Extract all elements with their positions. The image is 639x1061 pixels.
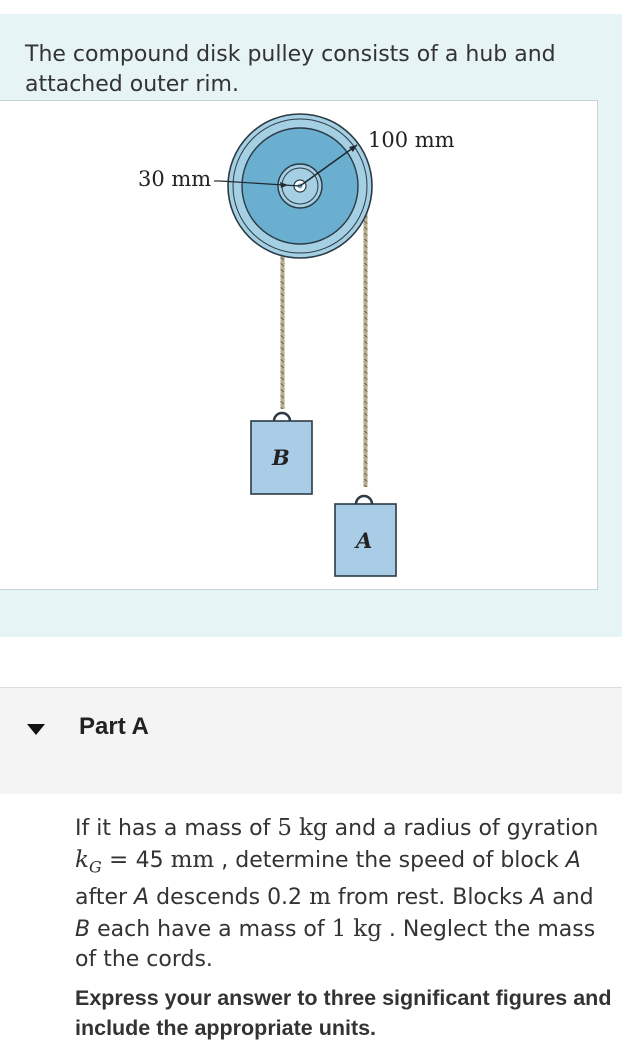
block-b-label: B — [271, 445, 290, 470]
part-a-header[interactable]: Part A — [0, 688, 622, 794]
block-a-label: A — [354, 528, 372, 553]
answer-instructions: Express your answer to three significant… — [75, 986, 612, 1040]
caret-down-icon[interactable] — [27, 724, 45, 735]
hub-radius-label: 30 mm — [138, 167, 211, 191]
rope-a — [363, 179, 368, 487]
problem-intro-text: The compound disk pulley consists of a h… — [25, 42, 556, 97]
outer-radius-label: 100 mm — [368, 128, 455, 152]
pulley-diagram: 100 mm 30 mm B A — [138, 113, 455, 577]
block-a — [334, 503, 397, 577]
rope-b — [280, 193, 285, 409]
problem-intro-panel: The compound disk pulley consists of a h… — [0, 14, 622, 637]
top-bar — [0, 0, 622, 15]
section-divider — [0, 687, 622, 688]
question-text: If it has a mass of 5 kg and a radius of… — [75, 815, 599, 973]
block-b — [250, 420, 313, 495]
pulley-figure: 100 mm 30 mm B A — [0, 100, 598, 590]
outer-radius-line — [299, 144, 358, 187]
part-label: Part A — [79, 713, 149, 740]
